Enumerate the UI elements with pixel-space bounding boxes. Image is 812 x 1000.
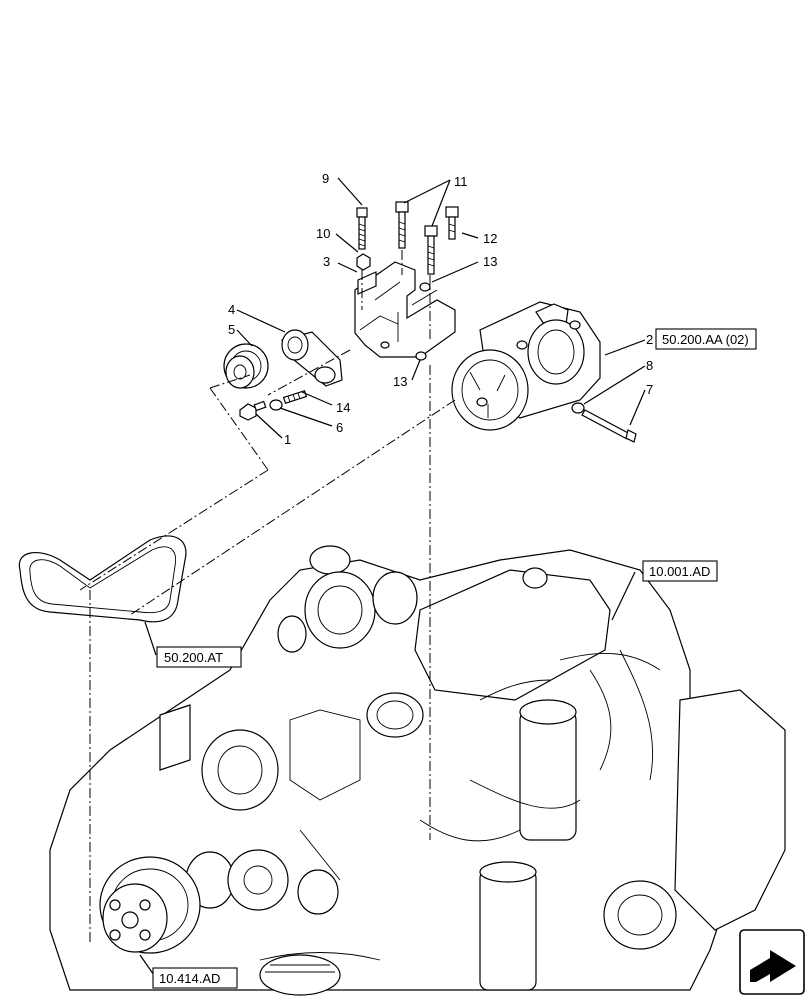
callout-4: 4 (228, 302, 235, 317)
callout-12: 12 (483, 231, 497, 246)
leader-lines (139, 177, 646, 979)
drive-belt (18, 535, 187, 623)
callout-7: 7 (646, 382, 653, 397)
belt-tensioner-4 (281, 329, 343, 387)
reference-pulley-label: 10.414.AD (159, 971, 220, 986)
callout-8: 8 (646, 358, 653, 373)
callout-9: 9 (322, 171, 329, 186)
callout-5: 5 (228, 322, 235, 337)
compressor-bracket-3 (354, 261, 456, 361)
callout-13a: 13 (483, 254, 497, 269)
callout-13b: 13 (393, 374, 407, 389)
ac-compressor-2 (451, 301, 601, 431)
reference-compressor-label: 50.200.AA (02) (662, 332, 749, 347)
bolt-11b (424, 225, 438, 275)
reference-pulley[interactable]: 10.414.AD (152, 967, 238, 989)
reference-belt-label: 50.200.AT (164, 650, 223, 665)
bolt-1 (239, 400, 267, 421)
callout-14: 14 (336, 400, 350, 415)
bolt-11a (395, 201, 409, 249)
alignment-lines (79, 250, 456, 945)
engine-assembly (49, 545, 786, 996)
bolt-9 (356, 207, 368, 250)
callout-3: 3 (323, 254, 330, 269)
reference-engine-label: 10.001.AD (649, 564, 710, 579)
next-page-arrow-icon[interactable] (739, 929, 805, 995)
callout-6: 6 (336, 420, 343, 435)
callout-2: 2 (646, 332, 653, 347)
washer-8 (571, 402, 585, 414)
bolt-12 (445, 206, 459, 240)
callouts: 9 11 10 12 3 13 4 5 2 8 13 7 14 6 1 (228, 171, 653, 447)
nut-10 (356, 253, 371, 271)
callout-10: 10 (316, 226, 330, 241)
reference-compressor[interactable]: 50.200.AA (02) (655, 328, 757, 350)
washer-6 (269, 399, 283, 411)
callout-11: 11 (454, 174, 468, 189)
reference-belt[interactable]: 50.200.AT (156, 646, 242, 668)
bolt-7 (581, 409, 637, 443)
callout-1: 1 (284, 432, 291, 447)
reference-engine[interactable]: 10.001.AD (642, 560, 718, 582)
